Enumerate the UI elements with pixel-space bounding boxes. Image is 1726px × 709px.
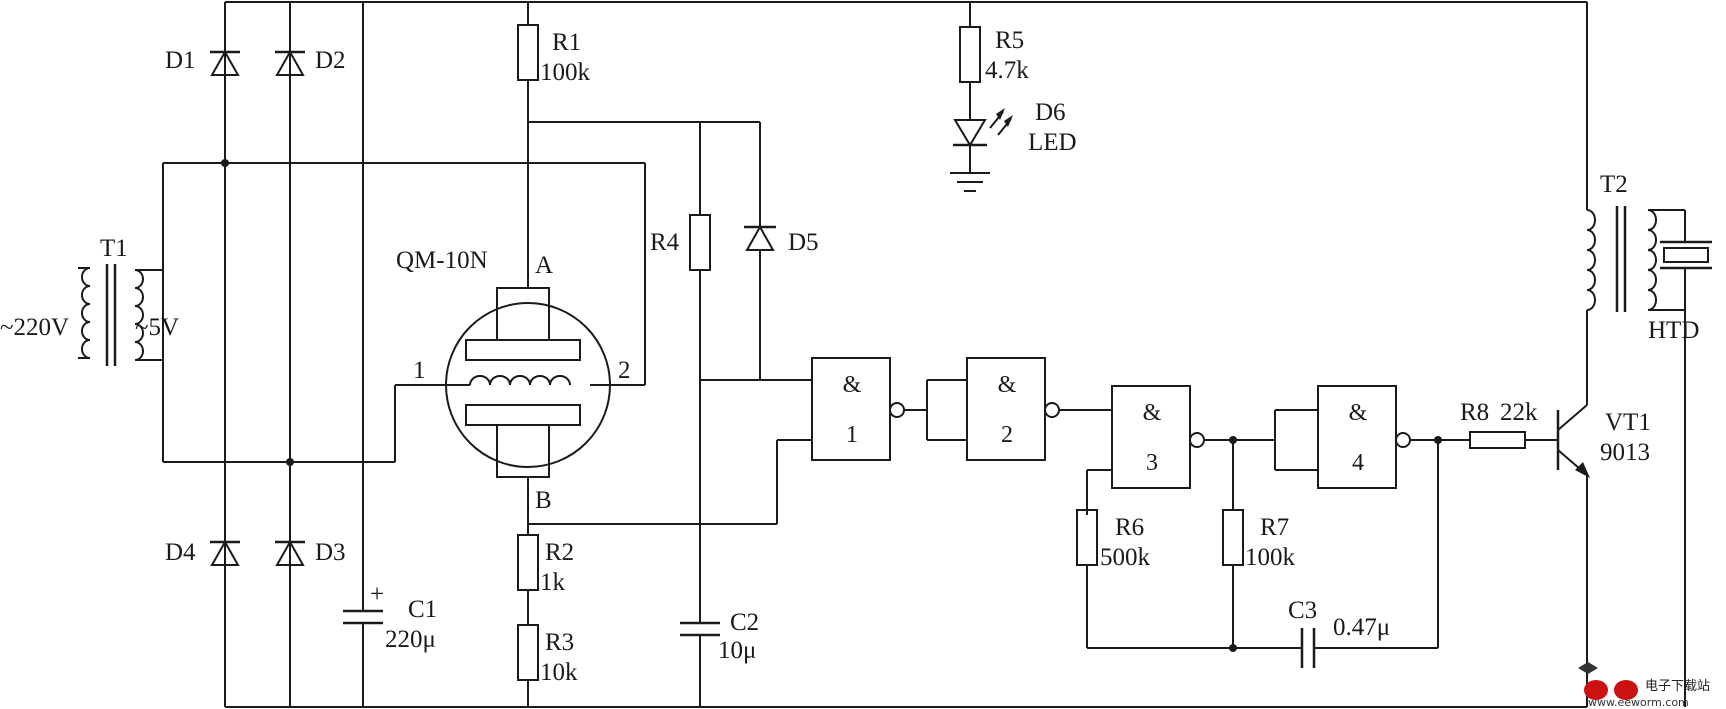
label-d1: D1 bbox=[165, 47, 196, 74]
label-r1-value: 100k bbox=[540, 59, 591, 86]
diode-d3 bbox=[275, 539, 305, 566]
top-rail bbox=[225, 1, 1588, 210]
c1-polarity: + bbox=[370, 581, 384, 608]
resistor-r5-led-d6 bbox=[950, 2, 1013, 192]
bridge-rectifier bbox=[210, 2, 305, 707]
label-t1-secondary: ~5V bbox=[135, 314, 179, 341]
label-r5-value: 4.7k bbox=[985, 57, 1029, 84]
gate3-number: 3 bbox=[1146, 450, 1158, 476]
label-c3-value: 0.47μ bbox=[1333, 614, 1390, 641]
label-pin-b: B bbox=[535, 487, 552, 514]
nand-gate-3 bbox=[1086, 385, 1275, 515]
label-d6: D6 bbox=[1035, 99, 1066, 126]
transformer-t1 bbox=[78, 162, 645, 463]
label-d6-type: LED bbox=[1028, 129, 1077, 156]
gate1-symbol: & bbox=[843, 372, 862, 398]
label-c2: C2 bbox=[730, 609, 759, 636]
watermark-url: www.eeworm.com bbox=[1588, 696, 1689, 709]
label-t1-primary: ~220V bbox=[0, 314, 69, 341]
label-d4: D4 bbox=[165, 539, 196, 566]
label-r2-value: 1k bbox=[540, 569, 566, 596]
diode-d4 bbox=[210, 539, 240, 566]
label-pin-1: 1 bbox=[413, 357, 426, 384]
label-d5-text: D5 bbox=[788, 229, 819, 256]
label-r3-value: 10k bbox=[540, 659, 578, 686]
diode-d1 bbox=[210, 49, 240, 76]
label-vt1-model: 9013 bbox=[1600, 439, 1650, 466]
resistor-r4-capacitor-c2 bbox=[680, 122, 720, 707]
label-sensor: QM-10N bbox=[396, 247, 488, 274]
gate1-number: 1 bbox=[846, 422, 858, 448]
label-r7-value: 100k bbox=[1245, 544, 1296, 571]
resistor-r8 bbox=[1438, 431, 1558, 449]
gate2-symbol: & bbox=[998, 372, 1017, 398]
transformer-t2 bbox=[1586, 206, 1686, 312]
label-pin-a: A bbox=[535, 252, 553, 279]
gate3-symbol: & bbox=[1143, 400, 1162, 426]
label-htd: HTD bbox=[1648, 317, 1699, 344]
label-d2: D2 bbox=[315, 47, 346, 74]
label-d3: D3 bbox=[315, 539, 346, 566]
watermark: 电子下载站 www.eeworm.com bbox=[1578, 662, 1710, 709]
label-r6: R6 bbox=[1115, 514, 1144, 541]
label-c1-value: 220μ bbox=[385, 626, 436, 653]
label-vt1: VT1 bbox=[1605, 409, 1651, 436]
gate2-number: 2 bbox=[1001, 422, 1013, 448]
gate4-number: 4 bbox=[1352, 450, 1364, 476]
label-r1: R1 bbox=[552, 29, 581, 56]
label-r8-value: 22k bbox=[1500, 399, 1538, 426]
label-r5: R5 bbox=[995, 27, 1024, 54]
piezo-buzzer-htd bbox=[1660, 240, 1712, 707]
transistor-vt1 bbox=[1556, 310, 1590, 707]
label-r7: R7 bbox=[1260, 514, 1289, 541]
label-r6-value: 500k bbox=[1100, 544, 1151, 571]
label-c3: C3 bbox=[1288, 597, 1317, 624]
label-pin-2: 2 bbox=[618, 357, 631, 384]
label-t1: T1 bbox=[100, 235, 128, 262]
label-r2: R2 bbox=[545, 539, 574, 566]
oscillator-network bbox=[1076, 436, 1442, 668]
label-c1: C1 bbox=[408, 596, 437, 623]
label-r8: R8 bbox=[1460, 399, 1489, 426]
label-r3: R3 bbox=[545, 629, 574, 656]
diode-d5 bbox=[700, 122, 812, 381]
nand-gate-1 bbox=[776, 357, 905, 524]
gate4-symbol: & bbox=[1349, 400, 1368, 426]
label-r4: R4 bbox=[650, 229, 680, 256]
nand-gate-2 bbox=[904, 357, 1112, 461]
diode-d2 bbox=[275, 49, 305, 76]
gas-sensor-qm10n bbox=[388, 2, 777, 525]
watermark-logo bbox=[1578, 662, 1638, 700]
label-t2: T2 bbox=[1600, 171, 1628, 198]
capacitor-c1 bbox=[343, 2, 383, 707]
label-c2-value: 10μ bbox=[718, 637, 756, 664]
watermark-brand: 电子下载站 bbox=[1645, 679, 1710, 694]
resistor-r2-r3 bbox=[517, 524, 539, 707]
